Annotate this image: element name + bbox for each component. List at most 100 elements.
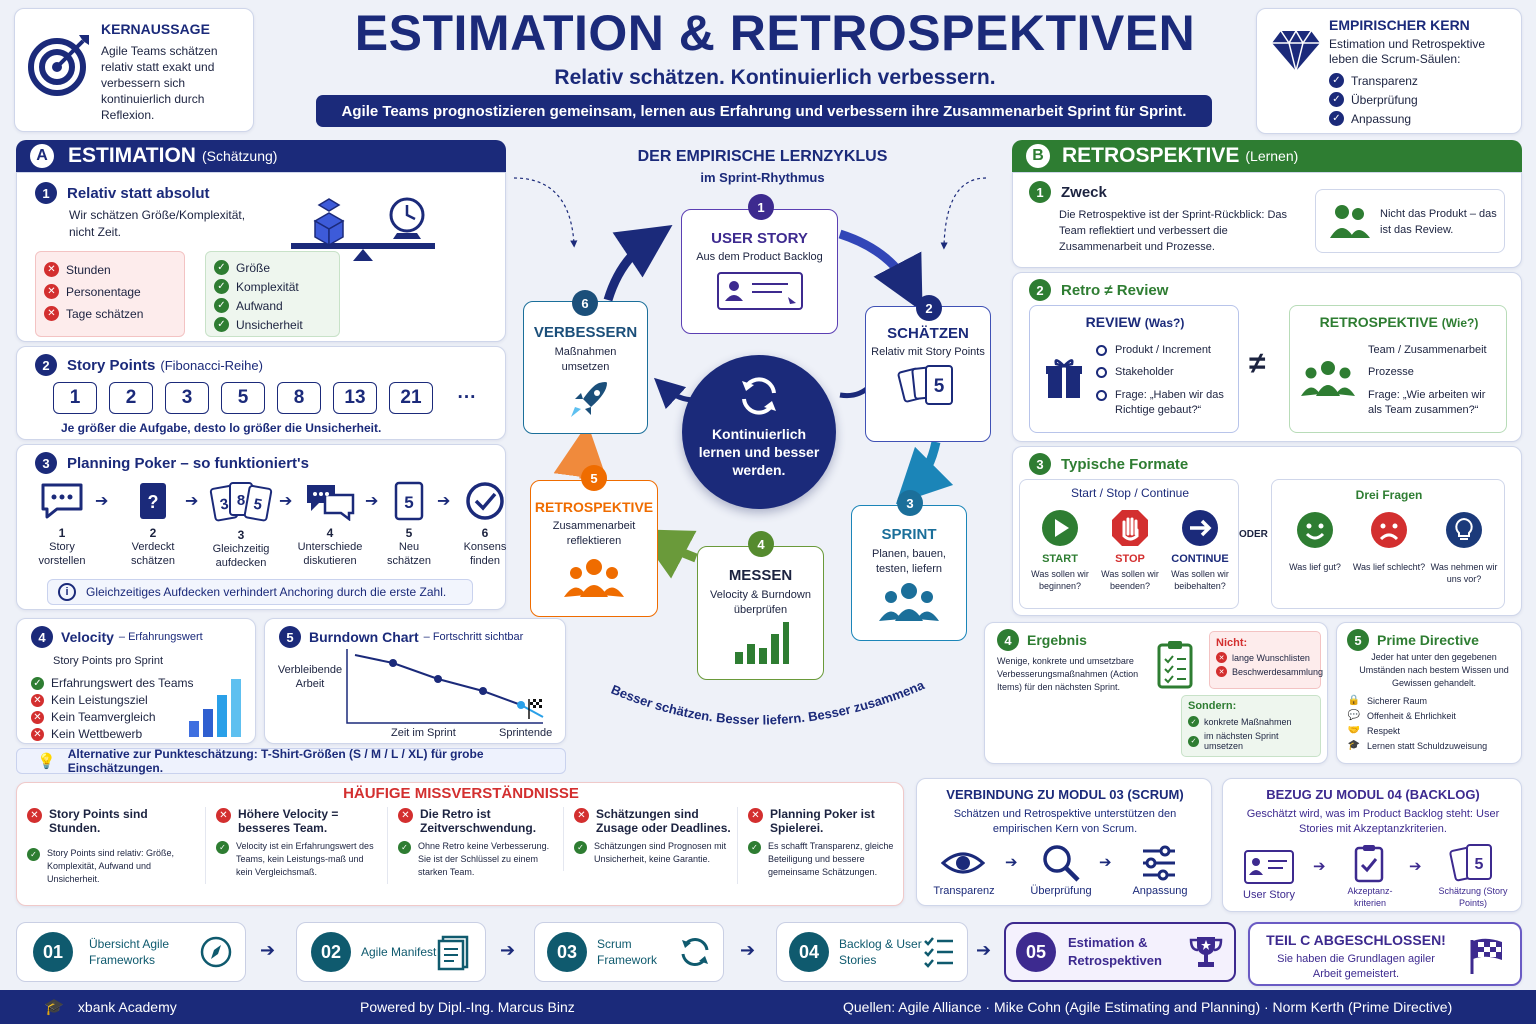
gift-icon: [1046, 359, 1082, 398]
arrow-right-icon: ➔: [95, 493, 109, 510]
good-item: ✓Erfahrungswert des Teams: [31, 676, 194, 690]
m03-title: VERBINDUNG ZU MODUL 03 (SCRUM): [946, 787, 1184, 802]
miss-item: ✕Planning Poker ist Spielerei. ✓Es schaf…: [737, 807, 901, 884]
module-04[interactable]: 04 Backlog & User Stories: [776, 922, 968, 982]
retro-header: B RETROSPEKTIVE (Lernen): [1012, 140, 1522, 172]
m04-title: BEZUG ZU MODUL 04 (BACKLOG): [1266, 787, 1480, 802]
step-number: 4: [31, 626, 53, 648]
step-number: 5: [1347, 629, 1369, 651]
modul-03-card: VERBINDUNG ZU MODUL 03 (SCRUM) Schätzen …: [916, 778, 1212, 906]
kernaussage-text: Agile Teams schätzen relativ statt exakt…: [101, 44, 218, 122]
footer-powered: Powered by Dipl.-Ing. Marcus Binz: [360, 999, 575, 1015]
arrow-circle-icon: [1182, 510, 1218, 546]
stop-hand-icon: [1112, 510, 1148, 546]
step-number: 1: [1029, 181, 1051, 203]
step-number: 3: [1029, 453, 1051, 475]
m04-text: Geschätzt wird, was im Product Backlog s…: [1246, 808, 1500, 835]
m03-item: Transparenz: [933, 885, 995, 897]
bad-item: ✕Kein Teamvergleich: [31, 710, 194, 724]
svg-text:5: 5: [404, 493, 413, 512]
review-item: Frage: „Haben wir das Richtige gebaut?“: [1096, 388, 1236, 418]
done-text: Sie haben die Grundlagen agiler Arbeit g…: [1277, 953, 1435, 980]
svg-text:5: 5: [1475, 856, 1484, 873]
module-number: 03: [547, 932, 587, 972]
cycle-step-schaetzen: 2 SCHÄTZEN Relativ mit Story Points 5: [865, 295, 991, 442]
retro-title: RETROSPEKTIVE: [1062, 144, 1240, 167]
m04-item: Schätzung (Story Points): [1438, 886, 1508, 908]
bad-item: ✕Tage schätzen: [44, 306, 184, 321]
cycle-step-messen: 4 MESSEN Velocity & Burndown überprüfen: [697, 531, 824, 680]
footer-brand: xbank Academy: [77, 999, 177, 1015]
graduation-cap-icon: 🎓: [1347, 740, 1361, 751]
retro-s3-title: Typische Formate: [1061, 455, 1189, 473]
group-icon: [564, 559, 624, 597]
cycle-step-verbessern: 6 VERBESSERN Maßnahmen umsetzen: [523, 290, 648, 434]
module-05-current[interactable]: 05 Estimation & Retrospektiven: [1004, 922, 1236, 982]
module-02[interactable]: 02 Agile Manifest: [296, 922, 486, 982]
retro-title-sub: (Lernen): [1245, 148, 1299, 164]
retro-s4-text: Wenige, konkrete und umsetzbare Verbesse…: [997, 656, 1139, 692]
burndown-ylabel: Verbleibende Arbeit: [277, 664, 343, 690]
bad-item: ✕lange Wunschlisten: [1216, 652, 1320, 663]
est-s4-text: Story Points pro Sprint: [53, 655, 164, 667]
arrow-right-icon: ➔: [500, 940, 516, 960]
retro-item: Frage: „Wie arbeiten wir als Team zusamm…: [1368, 389, 1486, 416]
module-label: Scrum Framework: [597, 937, 658, 967]
story-point-card: 1: [53, 382, 97, 414]
module-number: 01: [33, 932, 73, 972]
estimation-header: A ESTIMATION (Schätzung): [16, 140, 506, 172]
module-03[interactable]: 03 Scrum Framework: [534, 922, 724, 982]
module-label: Übersicht Agile Frameworks: [89, 937, 170, 967]
arrow-right-icon: ➔: [279, 493, 293, 510]
bad-item: ✕Personentage: [44, 284, 184, 299]
m04-item: Akzeptanz-kriterien: [1347, 886, 1393, 908]
module-01[interactable]: 01 Übersicht Agile Frameworks: [16, 922, 246, 982]
page-banner: Agile Teams prognostizieren gemeinsam, l…: [316, 95, 1212, 127]
arrow-right-icon: ➔: [1313, 858, 1326, 875]
miss-item: ✕Schätzungen sind Zusage oder Deadlines.…: [563, 807, 735, 871]
user-story-card-icon: [716, 272, 803, 310]
missverstaendnisse-card: HÄUFIGE MISSVERSTÄNDNISSE ✕Story Points …: [16, 782, 904, 906]
est-s1-text: Wir schätzen Größe/Komplexität, nicht Ze…: [69, 208, 246, 239]
team-icon: [879, 583, 939, 621]
lock-icon: 🔒: [1347, 695, 1361, 706]
done-title: TEIL C ABGESCHLOSSEN!: [1266, 932, 1446, 948]
frage-schlecht: Was lief schlecht?: [1352, 510, 1426, 573]
est-s3-note: Gleichzeitiges Aufdecken verhindert Anch…: [86, 585, 447, 599]
step-number: 5: [279, 626, 301, 648]
frage-vornehmen: Was nehmen wir uns vor?: [1426, 510, 1502, 585]
estimation-title: ESTIMATION: [68, 144, 196, 167]
arrow-right-icon: ➔: [185, 493, 199, 510]
story-point-ellipsis: ···: [445, 382, 489, 414]
review-box: REVIEW (Was?) Produkt / Increment Stakeh…: [1029, 305, 1239, 433]
sliders-icon: [1143, 845, 1175, 881]
est-s2-title: Story Points: [67, 356, 156, 374]
retro-item: Prozesse: [1368, 366, 1414, 378]
info-icon: i: [58, 583, 76, 601]
trophy-icon: [1189, 937, 1223, 967]
empir-title: EMPIRISCHER KERN: [1329, 17, 1470, 33]
est-s5-title: Burndown Chart: [309, 629, 419, 645]
module-label: Agile Manifest: [361, 945, 437, 959]
estimation-cards-icon: 5: [897, 365, 953, 405]
ssc-start: START Was sollen wir beginnen?: [1024, 508, 1096, 592]
hidden-card-icon: ?: [140, 483, 166, 519]
magnifier-icon: [1043, 845, 1080, 882]
arrow-right-icon: ➔: [1099, 854, 1112, 871]
retro-s1-text: Die Retrospektive ist der Sprint-Rückbli…: [1059, 209, 1288, 253]
rocket-icon: [570, 382, 607, 417]
svg-text:5: 5: [252, 496, 263, 514]
retro-s1-side: Nicht das Produkt – das ist das Review.: [1380, 208, 1497, 236]
graduation-cap-icon: 🎓: [44, 999, 64, 1016]
step-number: 2: [1029, 279, 1051, 301]
new-card-icon: 5: [394, 481, 424, 521]
est-s1-title: Relativ statt absolut: [67, 184, 210, 202]
cycle-step-user-story: 1 USER STORY Aus dem Product Backlog: [681, 194, 838, 334]
m03-text: Schätzen und Retrospektive unterstützen …: [953, 808, 1177, 835]
